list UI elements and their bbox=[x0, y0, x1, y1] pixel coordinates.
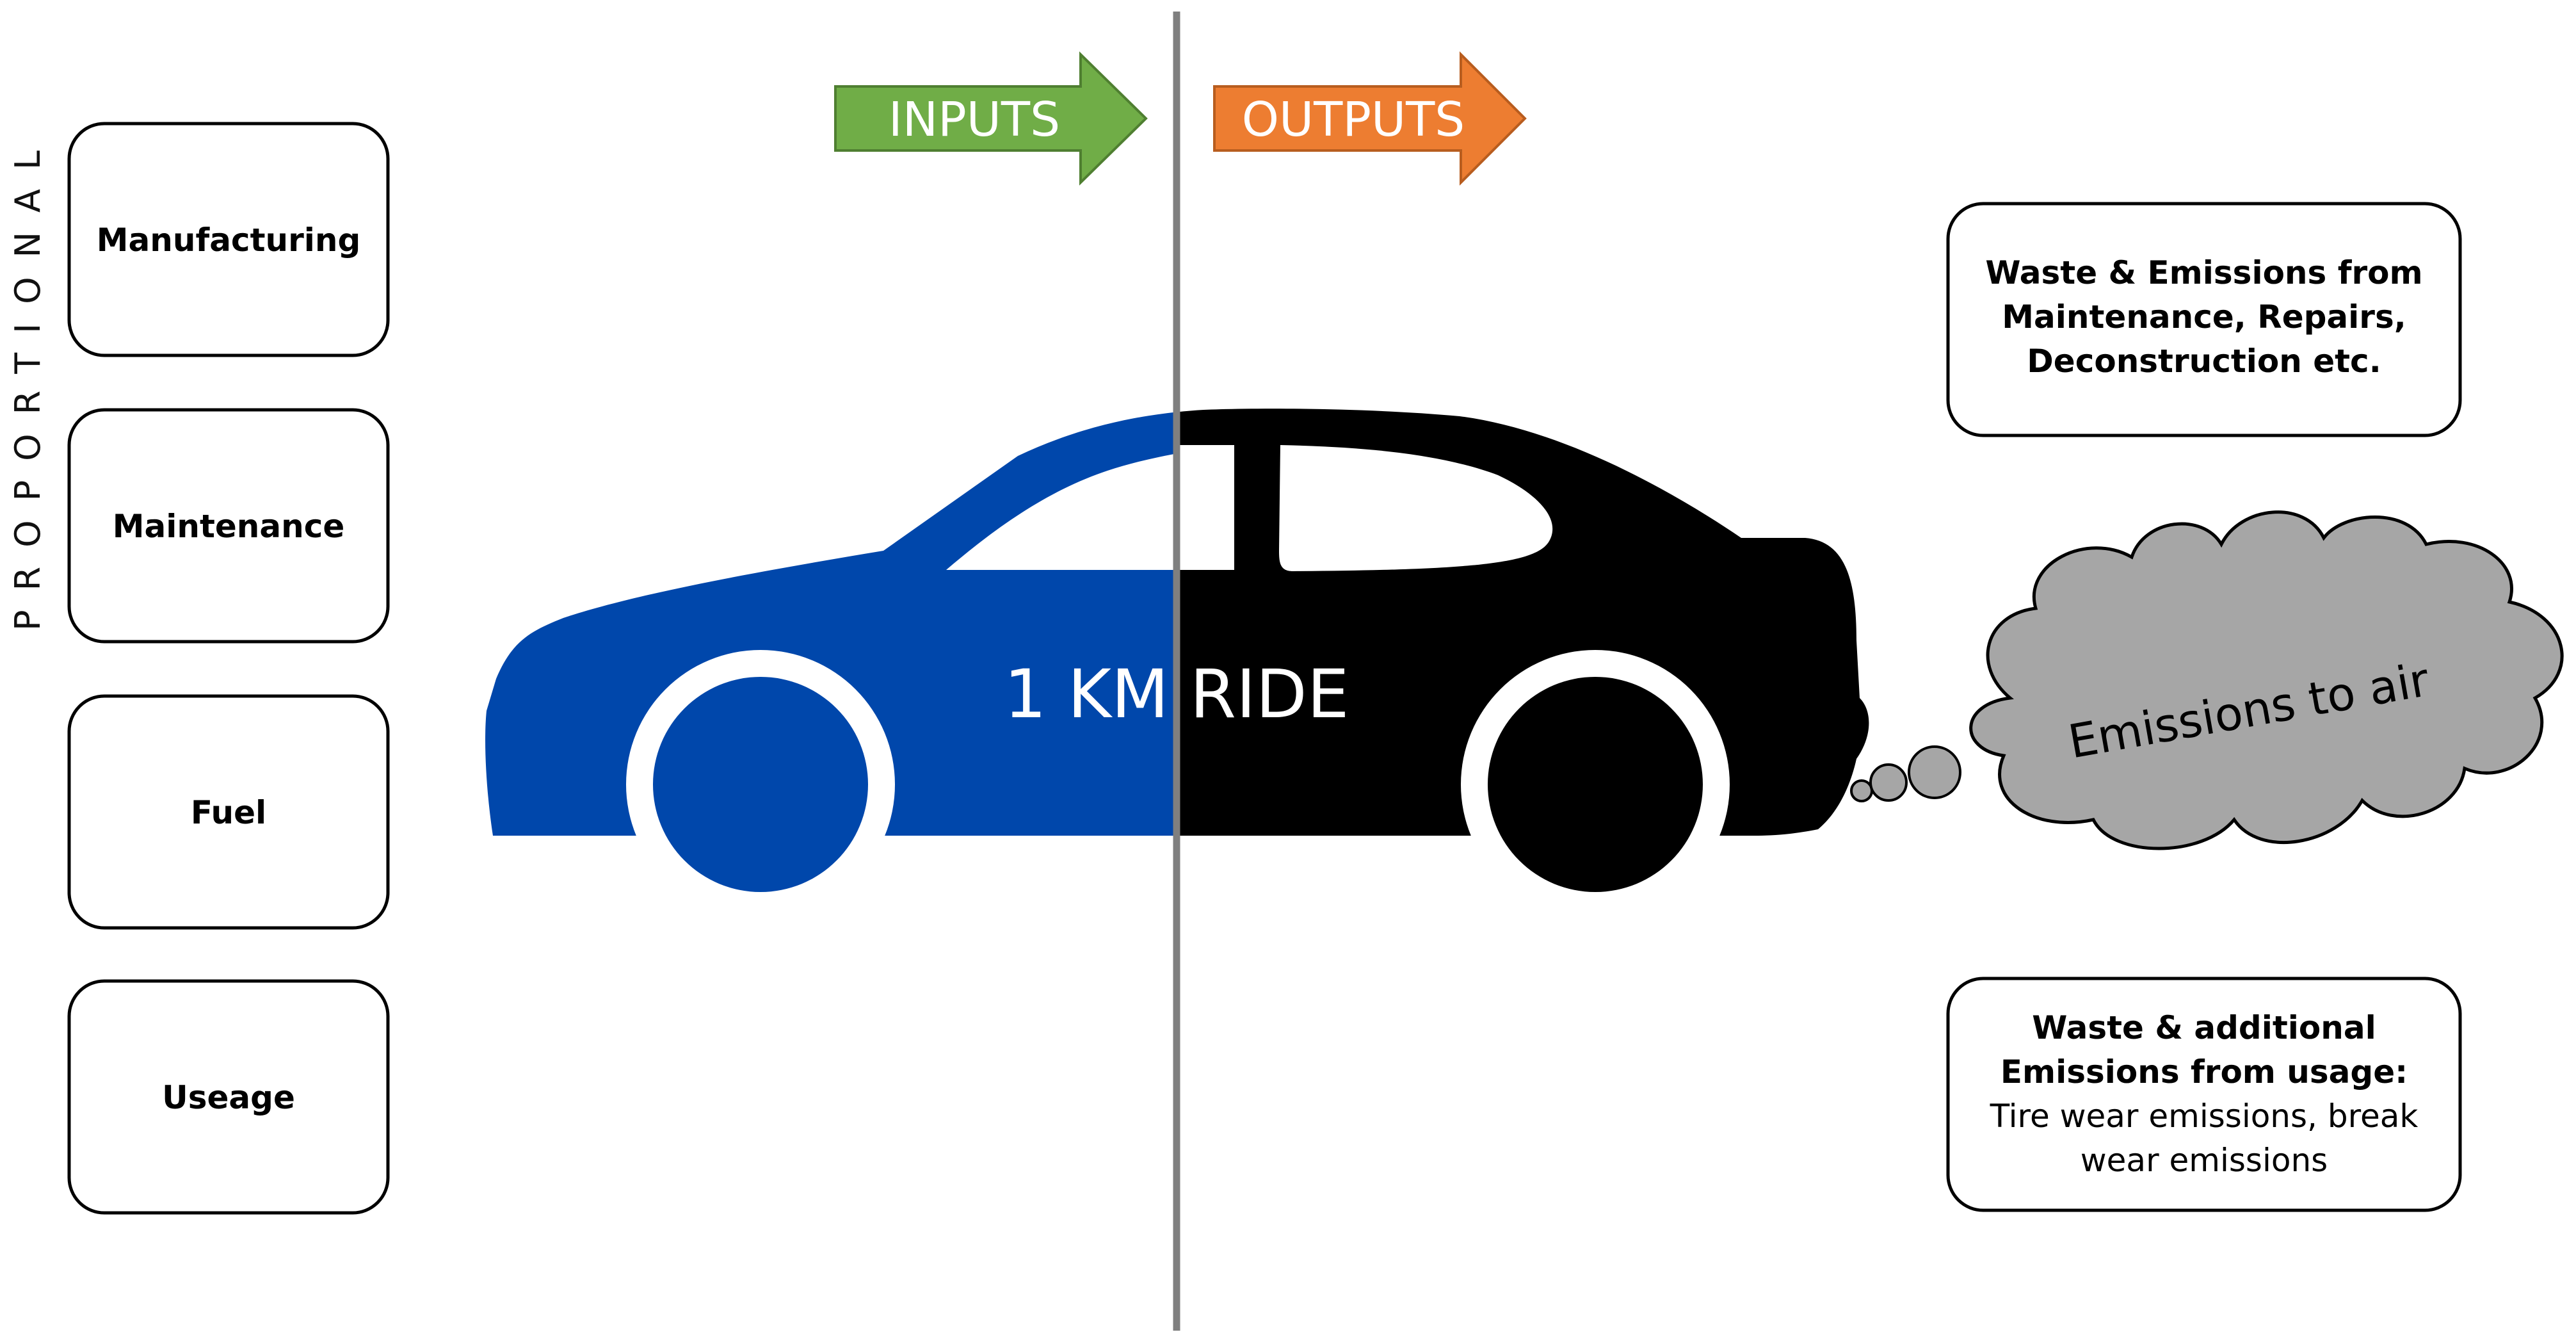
output-bottom-bold-line-1: Waste & additional bbox=[2032, 1009, 2376, 1046]
output-bottom-line-2: wear emissions bbox=[2081, 1142, 2328, 1179]
input-box-manufacturing: Manufacturing bbox=[67, 122, 390, 357]
input-label-maintenance: Maintenance bbox=[113, 508, 345, 545]
output-top-line-3: Deconstruction etc. bbox=[2027, 343, 2381, 380]
rear-wheel bbox=[1461, 650, 1730, 919]
input-box-fuel: Fuel bbox=[67, 694, 390, 930]
output-bottom-bold-line-2: Emissions from usage: bbox=[2000, 1053, 2408, 1091]
input-label-useage: Useage bbox=[162, 1079, 295, 1116]
outputs-arrow-label: OUTPUTS bbox=[1242, 92, 1465, 147]
front-wheel bbox=[626, 650, 895, 919]
emissions-cloud: Emissions to air bbox=[1969, 510, 2564, 850]
output-bottom-line-1: Tire wear emissions, break bbox=[1990, 1098, 2419, 1135]
proportional-label: PROPORTIONAL bbox=[8, 131, 48, 631]
output-box-maintenance-waste: Waste & Emissions from Maintenance, Repa… bbox=[1946, 202, 2462, 437]
input-label-manufacturing: Manufacturing bbox=[97, 222, 361, 259]
output-top-line-2: Maintenance, Repairs, bbox=[2002, 298, 2406, 336]
exhaust-puffs bbox=[1850, 745, 1961, 802]
input-label-fuel: Fuel bbox=[191, 794, 266, 831]
inputs-arrow: INPUTS bbox=[834, 51, 1148, 186]
inputs-arrow-label: INPUTS bbox=[889, 92, 1060, 147]
outputs-arrow: OUTPUTS bbox=[1213, 51, 1527, 186]
input-box-useage: Useage bbox=[67, 979, 390, 1215]
output-box-usage-waste: Waste & additional Emissions from usage:… bbox=[1946, 977, 2462, 1212]
output-top-line-1: Waste & Emissions from bbox=[1985, 254, 2422, 291]
car-windows bbox=[946, 442, 1553, 573]
input-box-maintenance: Maintenance bbox=[67, 408, 390, 644]
